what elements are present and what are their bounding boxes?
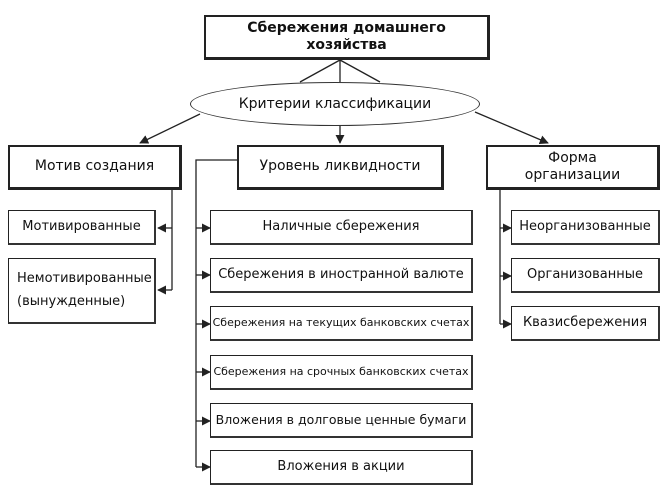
diagram-title: Сбережения домашнего хозяйства bbox=[204, 15, 490, 60]
liquidity-item-text: Наличные сбережения bbox=[262, 218, 420, 234]
form-item-text: Неорганизованные bbox=[519, 218, 651, 234]
motive-item-text: Немотивированные (вынужденные) bbox=[17, 271, 152, 309]
heading-motive: Мотив создания bbox=[8, 145, 182, 190]
heading-form: Форма организации bbox=[486, 145, 660, 190]
liquidity-item-text: Вложения в акции bbox=[277, 458, 405, 474]
liquidity-item-text: Сбережения на срочных банковских счетах bbox=[213, 365, 469, 379]
form-item: Организованные bbox=[511, 258, 660, 293]
liquidity-item-text: Сбережения на текущих банковских счетах bbox=[212, 316, 470, 330]
heading-motive-text: Мотив создания bbox=[34, 158, 155, 175]
liquidity-item: Наличные сбережения bbox=[210, 210, 473, 245]
arrow-to-form bbox=[474, 111, 549, 144]
liquidity-item: Вложения в долговые ценные бумаги bbox=[210, 403, 473, 438]
criteria-oval: Критерии классификации bbox=[190, 82, 480, 126]
liquidity-item: Вложения в акции bbox=[210, 450, 473, 485]
liquidity-item: Сбережения на текущих банковских счетах bbox=[210, 306, 473, 341]
motive-item-text: Мотивированные bbox=[22, 218, 141, 234]
title-oval-connector bbox=[299, 59, 341, 83]
motive-item: Немотивированные (вынужденные) bbox=[8, 258, 156, 324]
form-item-text: Организованные bbox=[527, 266, 643, 282]
liquidity-bracket bbox=[195, 159, 237, 467]
heading-form-text: Форма организации bbox=[524, 149, 621, 184]
arrow-to-motive bbox=[139, 113, 201, 144]
form-item: Неорганизованные bbox=[511, 210, 660, 245]
form-item-text: Квазисбережения bbox=[522, 314, 648, 330]
diagram-title-text: Сбережения домашнего хозяйства bbox=[247, 19, 446, 54]
liquidity-item: Сбережения в иностранной валюте bbox=[210, 258, 473, 293]
criteria-text: Критерии классификации bbox=[238, 96, 432, 112]
liquidity-item-text: Сбережения в иностранной валюте bbox=[218, 266, 464, 282]
heading-liquidity-text: Уровень ликвидности bbox=[259, 158, 421, 175]
form-item: Квазисбережения bbox=[511, 306, 660, 341]
heading-liquidity: Уровень ликвидности bbox=[237, 145, 444, 190]
liquidity-item: Сбережения на срочных банковских счетах bbox=[210, 355, 473, 390]
motive-item: Мотивированные bbox=[8, 210, 156, 245]
liquidity-item-text: Вложения в долговые ценные бумаги bbox=[215, 412, 467, 428]
